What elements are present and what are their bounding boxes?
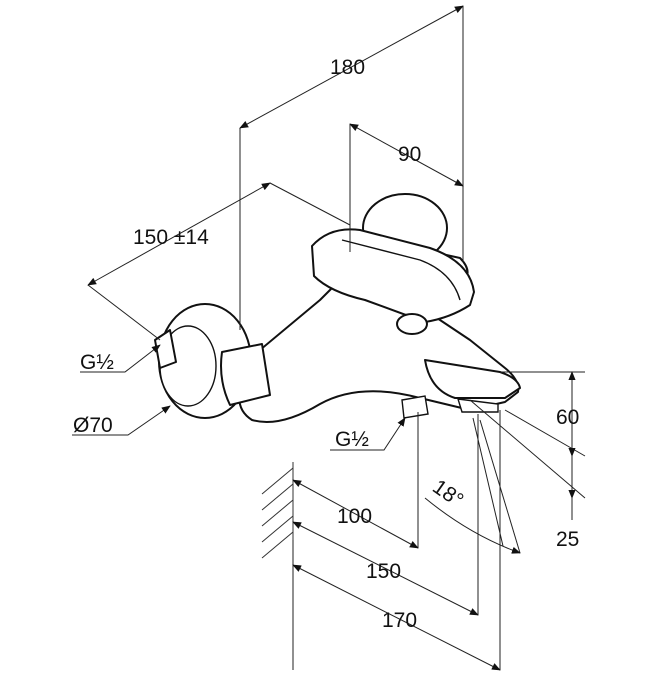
spout (424, 359, 521, 399)
lever-handle (311, 228, 475, 323)
label-diameter-70: Ø70 (73, 414, 113, 437)
dimension-lines (72, 5, 576, 671)
dim-line-150-14 (87, 182, 271, 286)
label-180: 180 (330, 56, 365, 79)
label-thread-left: G½ (80, 351, 114, 374)
label-150: 150 (366, 560, 401, 583)
leader-diameter (72, 405, 171, 436)
label-60: 60 (556, 406, 579, 429)
dimension-labels: 180 90 150 ±14 G½ Ø70 G½ 60 18° 25 100 1… (73, 56, 579, 632)
dim-line-170 (292, 564, 501, 671)
dim-line-90 (349, 123, 464, 187)
label-100: 100 (337, 505, 372, 528)
wall-hatching (261, 462, 294, 560)
label-170: 170 (382, 609, 417, 632)
leader-thread-spout (330, 417, 406, 451)
angle-arc-18 (424, 497, 521, 554)
label-18-deg: 18° (428, 475, 467, 512)
label-25: 25 (556, 528, 579, 551)
label-thread-spout: G½ (335, 428, 369, 451)
dim-line-180 (239, 5, 464, 129)
leader-thread-left (80, 344, 161, 373)
label-90: 90 (398, 143, 421, 166)
diverter-knob (396, 313, 428, 335)
faucet-body (154, 193, 521, 423)
label-150-14: 150 ±14 (133, 226, 209, 249)
